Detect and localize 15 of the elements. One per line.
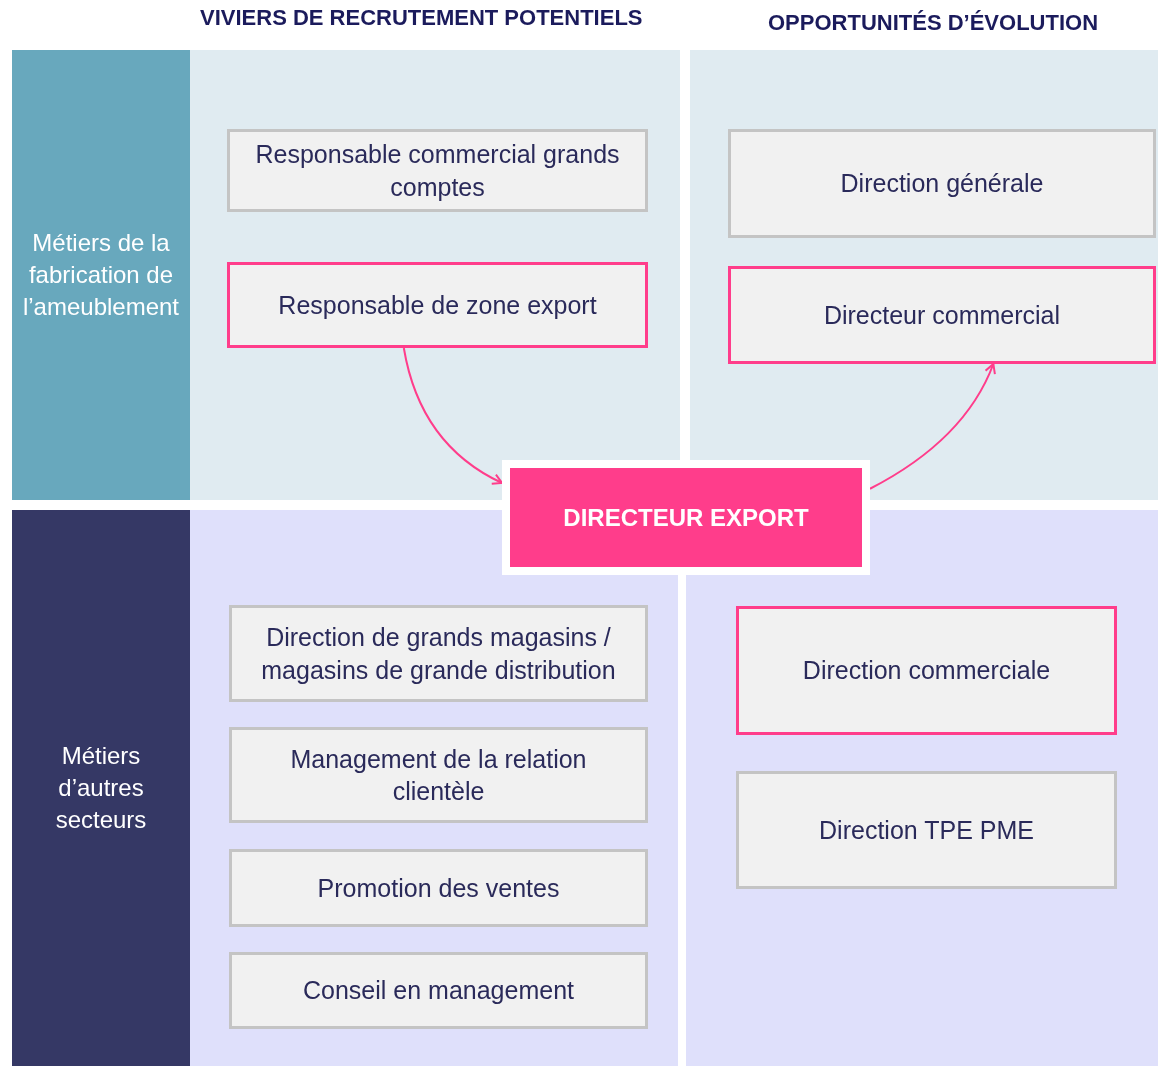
job-box: Promotion des ventes: [229, 849, 648, 927]
job-box: Conseil en management: [229, 952, 648, 1029]
column-heading: OPPORTUNITÉS D’ÉVOLUTION: [768, 10, 1099, 36]
job-box: Management de la relation clientèle: [229, 727, 648, 823]
highlighted-job-box: Directeur commercial: [728, 266, 1156, 364]
job-box: Responsable commercial grands comptes: [227, 129, 648, 212]
highlighted-job-box: Responsable de zone export: [227, 262, 648, 348]
job-box: Direction générale: [728, 129, 1156, 238]
central-job-box: DIRECTEUR EXPORT: [502, 460, 870, 575]
job-box: Direction de grands magasins / magasins de grande distribution: [229, 605, 648, 702]
curved-arrow: [402, 347, 503, 485]
column-heading: VIVIERS DE RECRUTEMENT POTENTIELS: [200, 5, 643, 31]
job-box: Direction TPE PME: [736, 771, 1117, 889]
curved-arrow: [869, 363, 996, 490]
highlighted-job-box: Direction commerciale: [736, 606, 1117, 735]
